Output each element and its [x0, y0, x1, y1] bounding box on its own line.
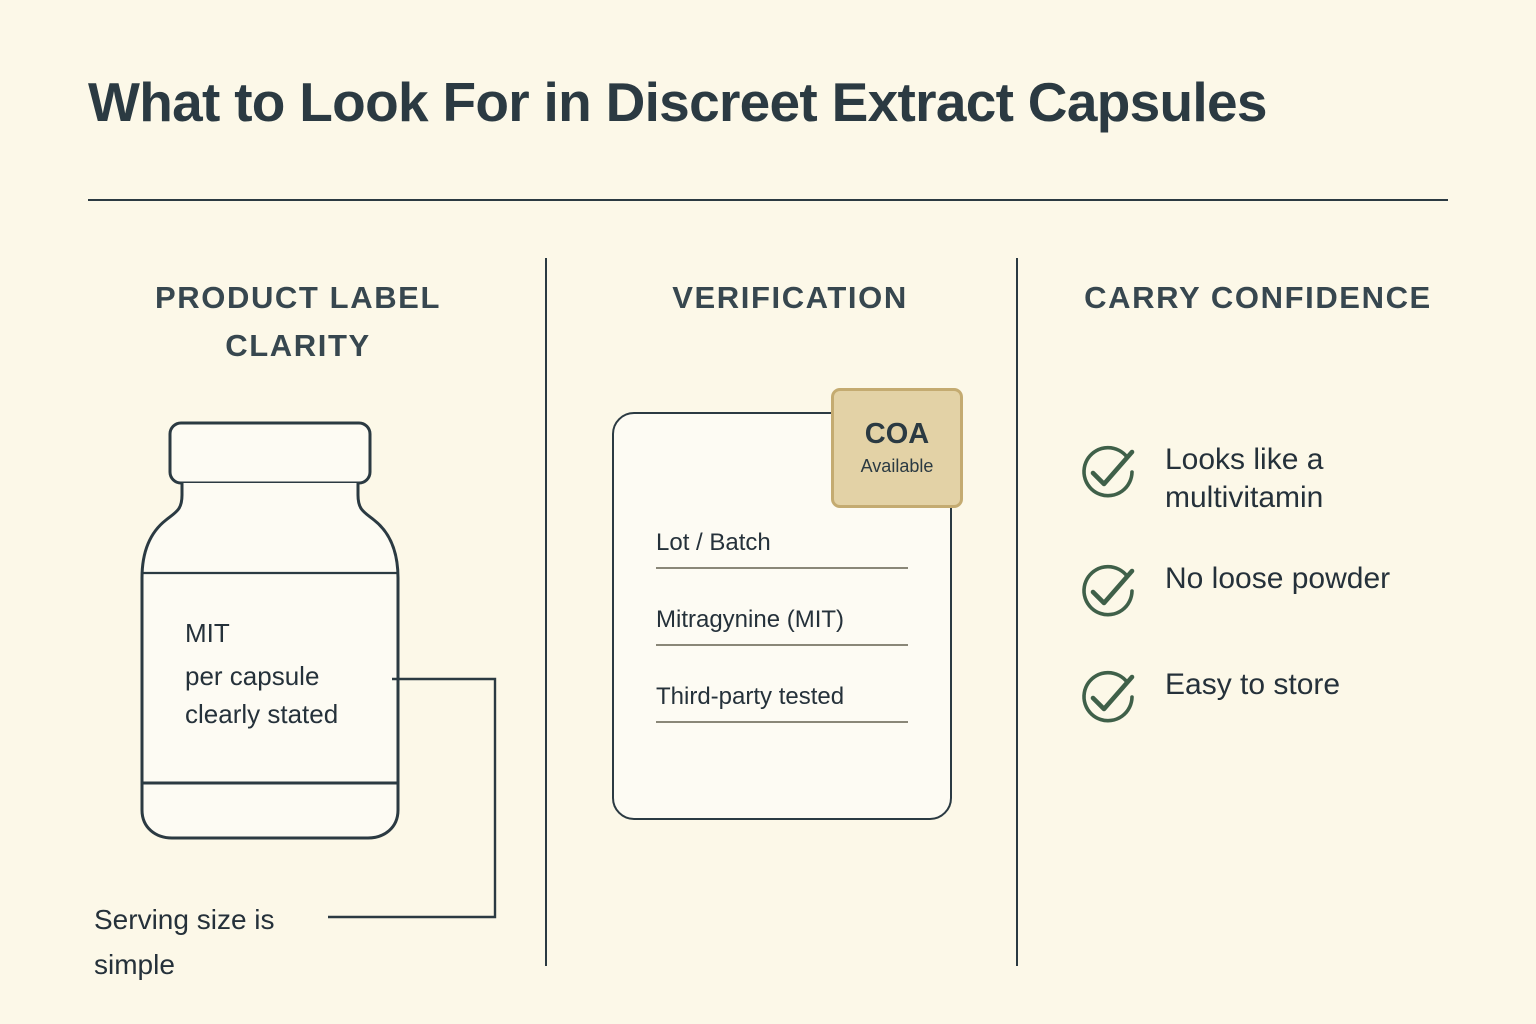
- check-circle-icon: [1075, 558, 1141, 624]
- doc-row-label-mitragynine: Mitragynine (MIT): [656, 606, 845, 633]
- serving-size-callout: Serving size is simple: [94, 904, 275, 981]
- doc-row-rule: [656, 721, 908, 723]
- check-item-label-easy-to-store: Easy to store: [1165, 667, 1341, 701]
- coa-available-badge: COA Available: [831, 388, 963, 508]
- column-heading-product-label-clarity: PRODUCT LABEL CLARITY: [154, 280, 441, 364]
- bottle-label-text: MIT per capsule clearly stated: [185, 615, 400, 733]
- doc-row-rule: [656, 644, 908, 646]
- bottle-label-line-mit: MIT: [185, 618, 230, 648]
- title-divider: [88, 199, 1448, 201]
- bottle-body-shape: [140, 483, 400, 840]
- list-item: No loose powder: [1075, 556, 1475, 624]
- check-item-label-looks-like-a-multivitamin: Looks like a multivitamin: [1165, 443, 1324, 515]
- doc-row-label-lot-batch: Lot / Batch: [656, 529, 771, 556]
- table-row: Third-party tested: [656, 682, 908, 723]
- bottle-label-line-per-capsule: per capsule: [185, 661, 320, 692]
- coa-badge-subtitle: Available: [860, 456, 934, 477]
- doc-row-label-third-party-tested: Third-party tested: [656, 683, 845, 710]
- check-circle-icon: [1075, 664, 1141, 730]
- table-row: Lot / Batch: [656, 528, 908, 569]
- column-divider-1: [545, 258, 547, 966]
- check-circle-icon: [1075, 439, 1141, 505]
- page-title: What to Look For in Discreet Extract Cap…: [88, 71, 1267, 133]
- bottle-cap-shape: [168, 421, 372, 485]
- list-item: Easy to store: [1075, 662, 1475, 730]
- supplement-bottle-illustration: [120, 400, 540, 960]
- coa-document-rows: Lot / Batch Mitragynine (MIT) Third-part…: [656, 528, 908, 759]
- column-heading-carry-confidence: CARRY CONFIDENCE: [1084, 280, 1432, 315]
- doc-row-rule: [656, 567, 908, 569]
- column-heading-verification: VERIFICATION: [672, 280, 908, 315]
- column-divider-2: [1016, 258, 1018, 966]
- bottle-label-line-clearly-stated: clearly stated: [185, 698, 339, 729]
- table-row: Mitragynine (MIT): [656, 605, 908, 646]
- coa-badge-title: COA: [864, 418, 930, 451]
- check-item-label-no-loose-powder: No loose powder: [1165, 561, 1391, 595]
- list-item: Looks like a multivitamin: [1075, 437, 1475, 518]
- carry-confidence-checklist: Looks like a multivitamin No loose powde…: [1075, 437, 1475, 768]
- callout-leader-line: [328, 677, 497, 919]
